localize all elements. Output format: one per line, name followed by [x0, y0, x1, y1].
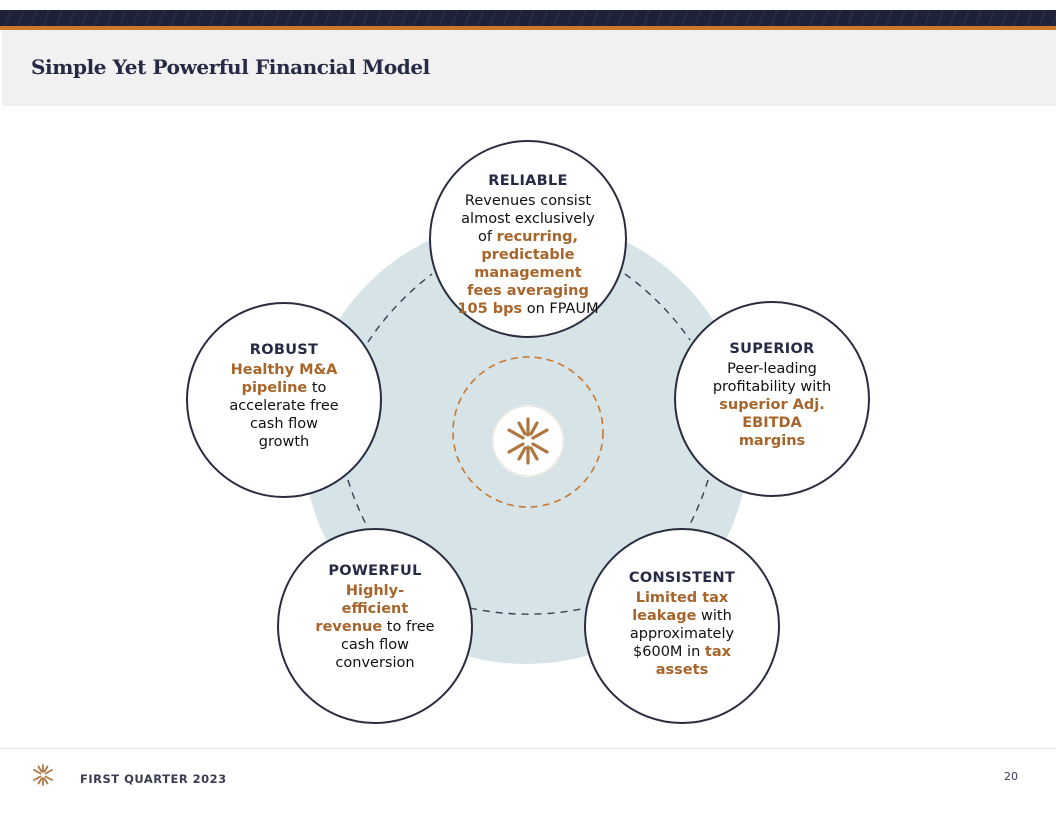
- accent-line: [0, 26, 1056, 30]
- connector-reliable-superior: [624, 273, 691, 341]
- footer-label: FIRST QUARTER 2023: [80, 772, 227, 786]
- node-heading: CONSISTENT: [628, 570, 736, 586]
- starburst-logo-icon: [492, 405, 564, 477]
- node-text: Highly-efficient revenue to free cash fl…: [315, 583, 435, 671]
- node-heading: RELIABLE: [488, 173, 568, 189]
- node-text: Limited tax leakage with approximately $…: [629, 590, 735, 678]
- node-heading: SUPERIOR: [729, 341, 815, 357]
- connector-robust-powerful: [347, 479, 369, 529]
- starburst-logo-icon: [33, 764, 53, 786]
- connector-robust-reliable: [367, 273, 433, 343]
- node-heading: ROBUST: [249, 342, 319, 358]
- node-superior: SUPERIOR Peer-leading profitability with…: [674, 301, 870, 497]
- top-banner: [0, 10, 1056, 26]
- node-consistent: CONSISTENT Limited tax leakage with appr…: [584, 528, 780, 724]
- center-logo: [492, 405, 564, 477]
- connector-superior-consistent: [687, 479, 709, 529]
- inner-dashed-ring: [452, 356, 604, 508]
- node-heading: POWERFUL: [328, 563, 422, 579]
- page-number: 20: [1004, 770, 1018, 783]
- node-robust: ROBUST Healthy M&A pipeline to accelerat…: [186, 302, 382, 498]
- connector-powerful-consistent: [469, 607, 587, 615]
- node-reliable: RELIABLE Revenues consist almost exclusi…: [429, 140, 627, 338]
- node-text: Healthy M&A pipeline to accelerate free …: [229, 362, 339, 450]
- page-title: Simple Yet Powerful Financial Model: [31, 55, 430, 79]
- node-powerful: POWERFUL Highly-efficient revenue to fre…: [277, 528, 473, 724]
- footer-divider: [0, 748, 1056, 749]
- node-text: Revenues consist almost exclusively of r…: [457, 193, 599, 317]
- node-text: Peer-leading profitability with superior…: [712, 361, 832, 449]
- header-band: [2, 30, 1056, 106]
